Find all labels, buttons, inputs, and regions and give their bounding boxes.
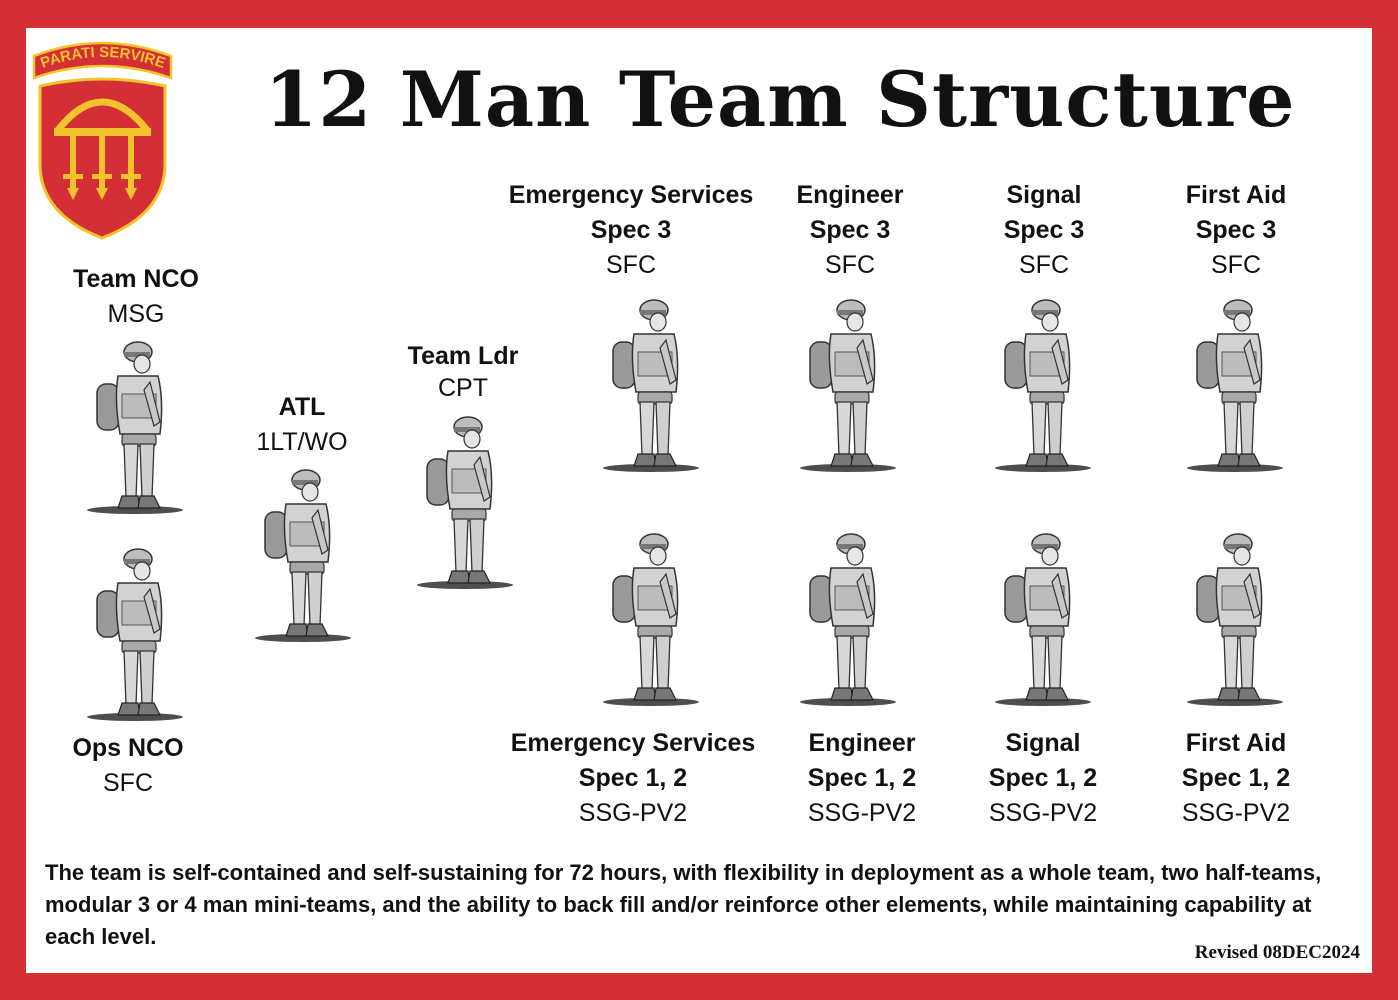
role-spec: Spec 3 xyxy=(1195,216,1277,244)
role-name: Ops NCO xyxy=(72,734,184,762)
role-spec: Spec 1, 2 xyxy=(1181,764,1291,792)
role-rank: SSG-PV2 xyxy=(578,799,688,827)
team-description-note: The team is self-contained and self-sust… xyxy=(45,860,1322,949)
soldier-figure-es-spec12 xyxy=(596,530,706,710)
soldier-figure-ops-nco xyxy=(80,545,190,725)
role-label-eng-spec12: Engineer Spec 1, 2 SSG-PV2 xyxy=(808,726,916,831)
soldier-figure-team-nco xyxy=(80,338,190,518)
role-name: Engineer xyxy=(796,181,904,209)
role-name: Signal xyxy=(1005,729,1081,757)
role-name: Team NCO xyxy=(73,265,199,293)
role-rank: SFC xyxy=(1018,251,1069,279)
role-name: Emergency Services xyxy=(510,729,756,757)
soldier-figure-fa-spec12 xyxy=(1180,530,1290,710)
role-spec: Spec 3 xyxy=(809,216,891,244)
role-spec: Spec 3 xyxy=(1003,216,1085,244)
role-rank: 1LT/WO xyxy=(256,428,348,456)
role-rank: SFC xyxy=(824,251,875,279)
role-name: ATL xyxy=(278,393,326,421)
role-rank: CPT xyxy=(437,374,488,402)
soldier-figure-eng-spec12 xyxy=(793,530,903,710)
role-label-sig-spec12: Signal Spec 1, 2 SSG-PV2 xyxy=(989,726,1097,831)
soldier-figure-sig-spec3 xyxy=(988,296,1098,476)
role-name: Team Ldr xyxy=(407,342,519,370)
role-label-ops-nco: Ops NCO SFC xyxy=(72,731,183,801)
role-label-team-nco: Team NCO MSG xyxy=(73,262,199,332)
soldier-figure-eng-spec3 xyxy=(793,296,903,476)
role-rank: MSG xyxy=(107,300,165,328)
soldier-figure-es-spec3 xyxy=(596,296,706,476)
role-name: Emergency Services xyxy=(508,181,754,209)
role-name: Engineer xyxy=(808,729,916,757)
soldier-figure-team-ldr xyxy=(410,413,520,593)
role-name: First Aid xyxy=(1185,729,1287,757)
revision-date: Revised 08DEC2024 xyxy=(1194,942,1360,963)
role-rank: SSG-PV2 xyxy=(807,799,917,827)
page-title: 12 Man Team Structure xyxy=(264,55,1296,144)
role-rank: SFC xyxy=(1211,251,1261,279)
role-label-eng-spec3: Engineer Spec 3 SFC xyxy=(797,178,904,283)
role-label-team-ldr: Team Ldr CPT xyxy=(408,340,519,404)
role-label-sig-spec3: Signal Spec 3 SFC xyxy=(1004,178,1085,283)
role-name: First Aid xyxy=(1185,181,1287,209)
role-name: Signal xyxy=(1006,181,1082,209)
role-rank: SSG-PV2 xyxy=(988,799,1098,827)
soldier-figure-sig-spec12 xyxy=(988,530,1098,710)
role-label-atl: ATL 1LT/WO xyxy=(256,390,347,460)
role-spec: Spec 1, 2 xyxy=(807,764,917,792)
role-spec: Spec 1, 2 xyxy=(578,764,688,792)
role-rank: SFC xyxy=(103,769,153,797)
role-label-fa-spec12: First Aid Spec 1, 2 SSG-PV2 xyxy=(1182,726,1290,831)
role-label-fa-spec3: First Aid Spec 3 SFC xyxy=(1186,178,1286,283)
role-label-es-spec3: Emergency Services Spec 3 SFC xyxy=(509,178,754,283)
role-spec: Spec 1, 2 xyxy=(988,764,1098,792)
unit-insignia-logo: PARATI SERVIRE xyxy=(32,41,173,240)
role-label-es-spec12: Emergency Services Spec 1, 2 SSG-PV2 xyxy=(511,726,756,831)
role-spec: Spec 3 xyxy=(590,216,672,244)
soldier-figure-fa-spec3 xyxy=(1180,296,1290,476)
role-rank: SFC xyxy=(605,251,656,279)
soldier-figure-atl xyxy=(248,466,358,646)
role-rank: SSG-PV2 xyxy=(1181,799,1291,827)
